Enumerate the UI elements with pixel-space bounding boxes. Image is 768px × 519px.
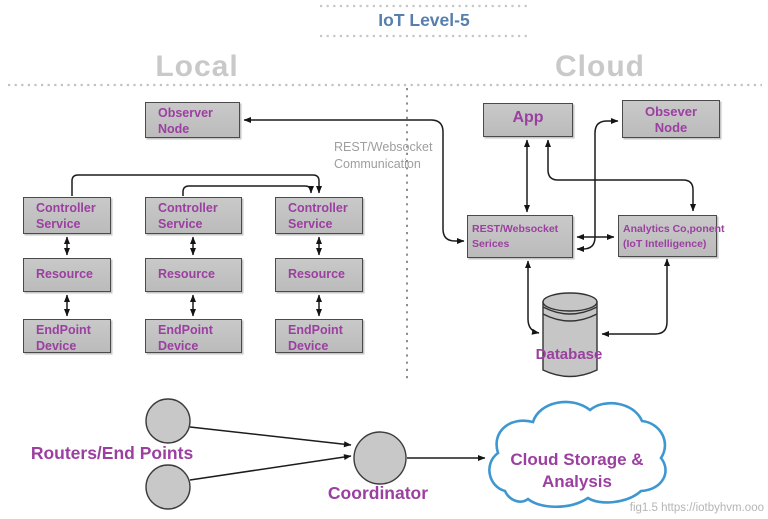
database-cylinder [542,292,598,378]
routers-endpoints-label: Routers/End Points [30,443,194,463]
endpoint-device-box-3: EndPoint Device [275,319,363,353]
arrow-app-analytics [545,139,696,212]
communication-label: REST/Websocket Communication [334,140,433,171]
resource-box-3: Resource [275,258,363,292]
arrow-controller2-controller3 [182,185,314,196]
arrow-observer-rest [243,117,465,244]
local-connectors [64,117,465,317]
analytics-line2: (IoT Intelligence) [623,237,707,250]
analytics-component-box: Analytics Co,ponent (IoT Intelligence) [618,215,725,257]
controller-service-box-1: Controller Service [23,197,111,234]
endpoint-device-box-2: EndPoint Device [145,319,242,353]
section-header-cloud: Cloud [555,50,645,83]
arrow-analytics-database [601,258,670,337]
dotted-guides [8,4,762,381]
endpoint-device-box-1: EndPoint Device [23,319,111,353]
app-box: App [483,103,573,137]
cloud-connectors [524,118,696,337]
coordinator-circle [353,431,407,485]
analytics-line1: Analytics Co,ponent [623,223,725,235]
controller-service-box-2: Controller Service [145,197,242,234]
arrow-rest-database [525,260,540,335]
router-circle-1 [145,398,191,444]
figure-caption: fig1.5 https://iotbyhvm.ooo [629,502,764,514]
coordinator-label: Coordinator [327,483,429,503]
controller-service-box-3: Controller Service [275,197,363,234]
page-title: IoT Level-5 [378,10,470,30]
cloud-storage-shape [488,400,667,508]
arrow-router1-coordinator [189,426,352,448]
arrow-router2-coordinator [189,454,352,481]
cloud-storage-label: Cloud Storage & Analysis [510,450,644,491]
database-label: Database [535,346,603,363]
observer-node-box-cloud: Obsever Node [622,100,720,138]
section-header-local: Local [155,50,239,83]
bottom-network [145,398,667,510]
resource-box-1: Resource [23,258,111,292]
resource-box-2: Resource [145,258,242,292]
arrow-controller1-controller3 [71,174,322,196]
arrow-rest-observer [576,118,619,252]
rest-websocket-services-box: REST/Websocket Serices [467,215,573,258]
rest-services-line2: Serices [472,237,510,250]
rest-services-line1: REST/Websocket [472,223,559,235]
router-circle-2 [145,464,191,510]
observer-node-box-local: Observer Node [145,102,240,138]
